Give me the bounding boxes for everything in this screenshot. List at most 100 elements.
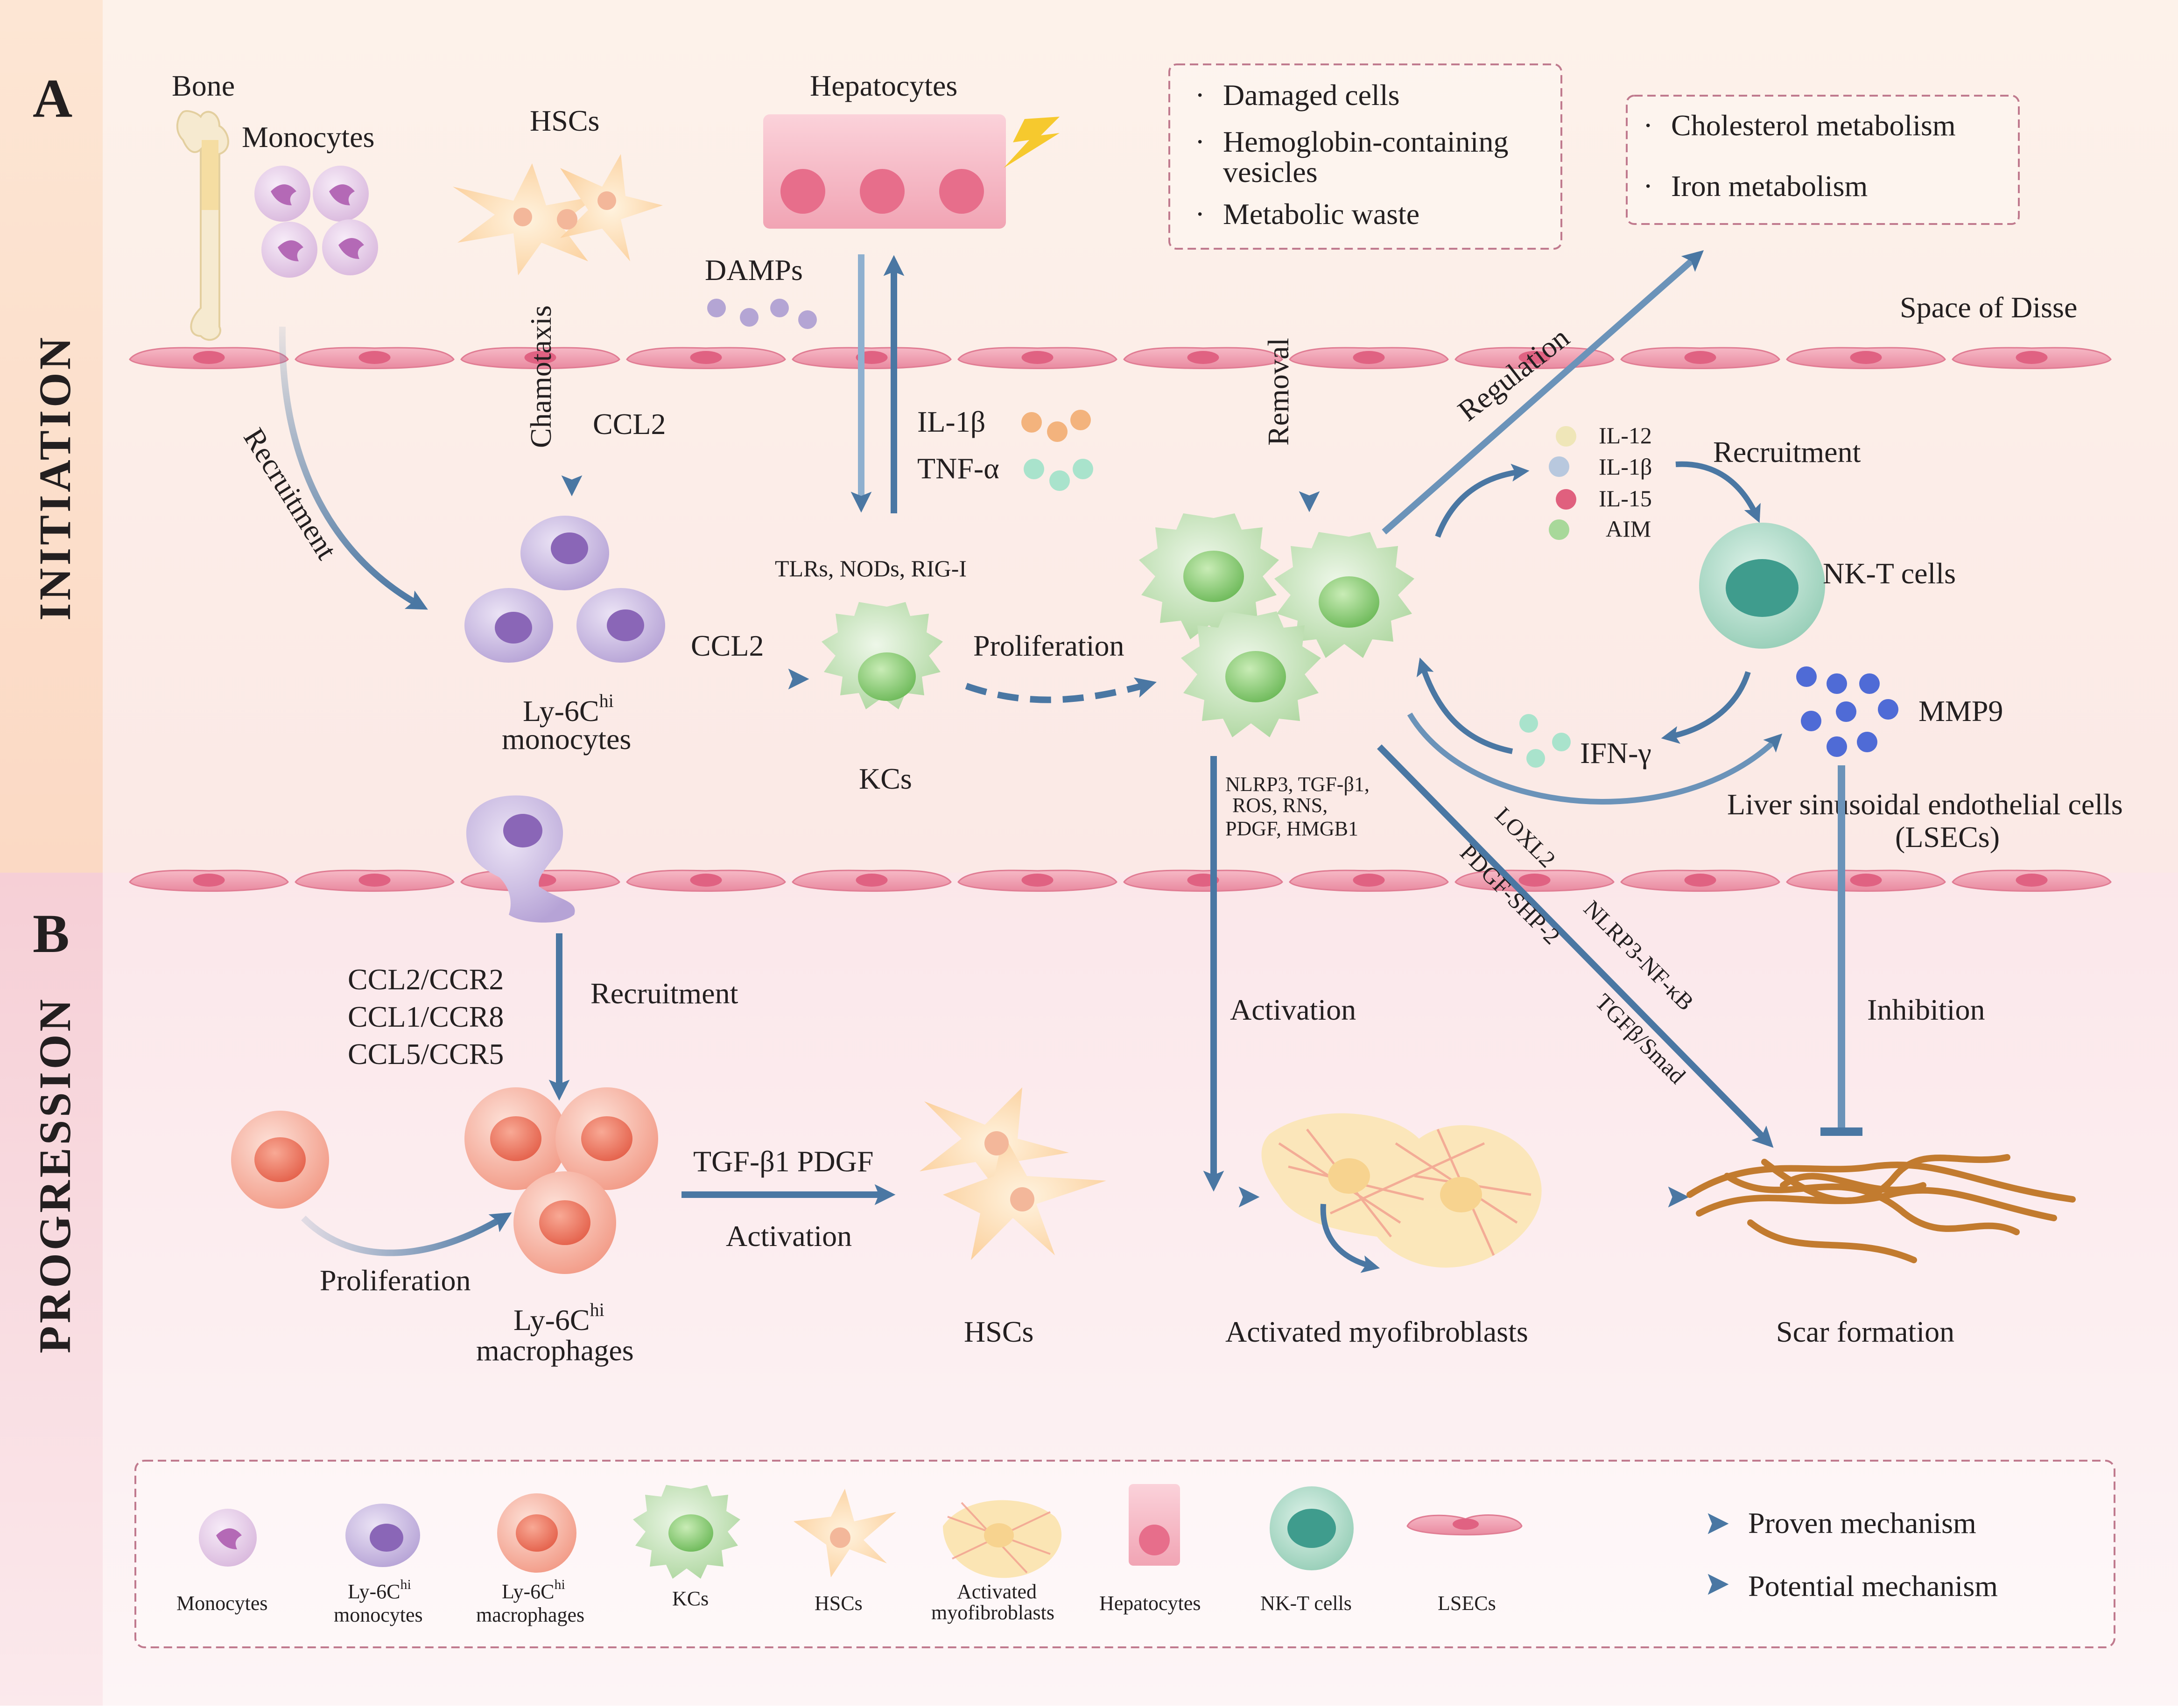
cytokine-dot-il12 [1556,426,1576,447]
proliferation-top-label: Proliferation [973,629,1124,662]
removal-box [1168,63,1562,250]
proliferation-b-label: Proliferation [320,1264,471,1297]
legend-proven-label: Proven mechanism [1748,1506,1976,1540]
mediators-line-2: ROS, RNS, [1232,794,1328,817]
scar-label: Scar formation [1776,1315,1954,1348]
chemokine-3: CCL5/CCR5 [348,1037,504,1071]
lsec-nucleus [690,874,722,887]
lsec-nucleus [524,351,556,364]
myofibroblasts-icon [1261,1113,1542,1268]
legend-kc-icon [633,1485,740,1579]
progression-title: PROGRESSION [30,996,80,1353]
mediators-line-3: PDGF, HMGB1 [1225,817,1358,840]
removal-box-items: · Damaged cells · Hemoglobin-containing … [1195,78,1508,231]
hscs-bottom-label: HSCs [964,1315,1033,1348]
recruitment-nkt-label: Recruitment [1713,435,1861,469]
legend-ly6c-monocyte-icon [345,1504,420,1567]
legend-lsecs: LSECs [1438,1592,1496,1615]
legend-hscs: HSCs [815,1592,863,1615]
lightning-icon [1004,117,1060,168]
monocytes-label: Monocytes [242,120,374,154]
legend-ly6c-mono-1: Ly-6Chi [348,1577,411,1603]
initiation-band [0,0,103,873]
panel-b-letter: B [33,903,70,964]
activation-mid-label: Activation [1230,993,1356,1026]
lsec-nucleus [1353,351,1385,364]
nkt-cell-icon [1699,523,1825,649]
kc-icon [822,602,943,709]
space-of-disse-label: Space of Disse [1900,291,2077,324]
removal-label: Removal [1262,338,1295,446]
lsec-nucleus [856,874,888,887]
hepatocytes-icon [763,114,1060,229]
legend-ly6c-mac-2: macrophages [476,1603,584,1626]
cytokine-il12: IL-12 [1599,422,1652,448]
svg-text:·: · [1195,197,1205,231]
regulation-box [1626,95,2020,225]
il1b-label: IL-1β [917,405,985,438]
ly6c-mac-label-2: macrophages [476,1334,634,1367]
monocytes-icon [254,166,378,278]
inhibition-label: Inhibition [1867,993,1985,1026]
lsec-nucleus [1850,351,1882,364]
legend-kcs: KCs [672,1587,709,1610]
chemokine-1: CCL2/CCR2 [348,963,504,996]
legend-myo-icon [943,1500,1062,1578]
macrophage-single-icon [231,1111,329,1209]
lsec-nucleus [358,874,391,887]
lsec-nucleus [2016,351,2048,364]
nkt-cells-label: NK-T cells [1823,557,1956,590]
ly6c-monocytes-icon [464,516,665,663]
kc-to-mmp9-arrow [1407,712,1783,805]
lsec-nucleus [1021,874,1054,887]
tgf-pdgf-label: TGF-β1 PDGF [693,1145,873,1178]
lsecs-label-1: Liver sinusoidal endothelial cells [1727,788,2123,821]
transmigrating-monocyte-icon [466,795,575,923]
lsecs-label-2: (LSECs) [1895,820,2000,854]
regulation-arrow [1382,250,1704,535]
cytokine-aim: AIM [1606,516,1651,542]
legend-hsc-icon [794,1489,896,1577]
kc-to-cytokines-arrow [1435,463,1530,538]
hscs-top-label: HSCs [530,104,599,137]
legend-nkt-icon [1270,1486,1354,1570]
cytokine-dot-il1b [1549,456,1569,477]
svg-text:·: · [1643,109,1653,142]
ifn-particles [1519,714,1571,768]
bone-label: Bone [172,69,235,102]
cytokine-il15: IL-15 [1599,485,1652,511]
activated-myo-label: Activated myofibroblasts [1225,1315,1528,1348]
macrophage-cluster-icon [464,1087,658,1274]
panel-a-letter: A [33,68,72,129]
removal-item-2b: vesicles [1223,155,1318,189]
hscs-top-icon [453,154,663,275]
chemokine-2: CCL1/CCR8 [348,1000,504,1033]
scar-icon [1686,1154,2076,1263]
lsec-nucleus [1684,874,1716,887]
legend-myo-2: myofibroblasts [931,1601,1054,1624]
svg-text:·: · [1643,169,1653,203]
cytokines-to-nkt-arrow [1675,461,1761,523]
legend-monocytes: Monocytes [176,1592,268,1615]
ccl2-vertical-label: CCL2 [593,407,666,441]
legend-potential-label: Potential mechanism [1748,1569,1998,1603]
progression-band [0,873,103,1706]
legend-nkt: NK-T cells [1260,1592,1352,1615]
regulation-box-items: · Cholesterol metabolism · Iron metaboli… [1643,109,1956,203]
mediators-line-1: NLRP3, TGF-β1, [1225,773,1370,796]
hepatocytes-label: Hepatocytes [810,69,957,102]
legend-monocyte-icon [199,1509,257,1567]
damps-particles [707,299,817,329]
ifn-to-kc-arrow [1416,658,1513,754]
ly6c-monocytes-label-1: Ly-6Chi [523,690,614,728]
tnfa-particles [1024,459,1093,491]
lsec-nucleus [358,351,391,364]
recruitment-b-label: Recruitment [590,977,738,1010]
regulation-item-2: Iron metabolism [1671,169,1868,203]
bone-icon [176,110,229,341]
activation-b-label: Activation [726,1219,852,1253]
kcs-label: KCs [859,762,912,795]
lsec-nucleus [1187,351,1219,364]
